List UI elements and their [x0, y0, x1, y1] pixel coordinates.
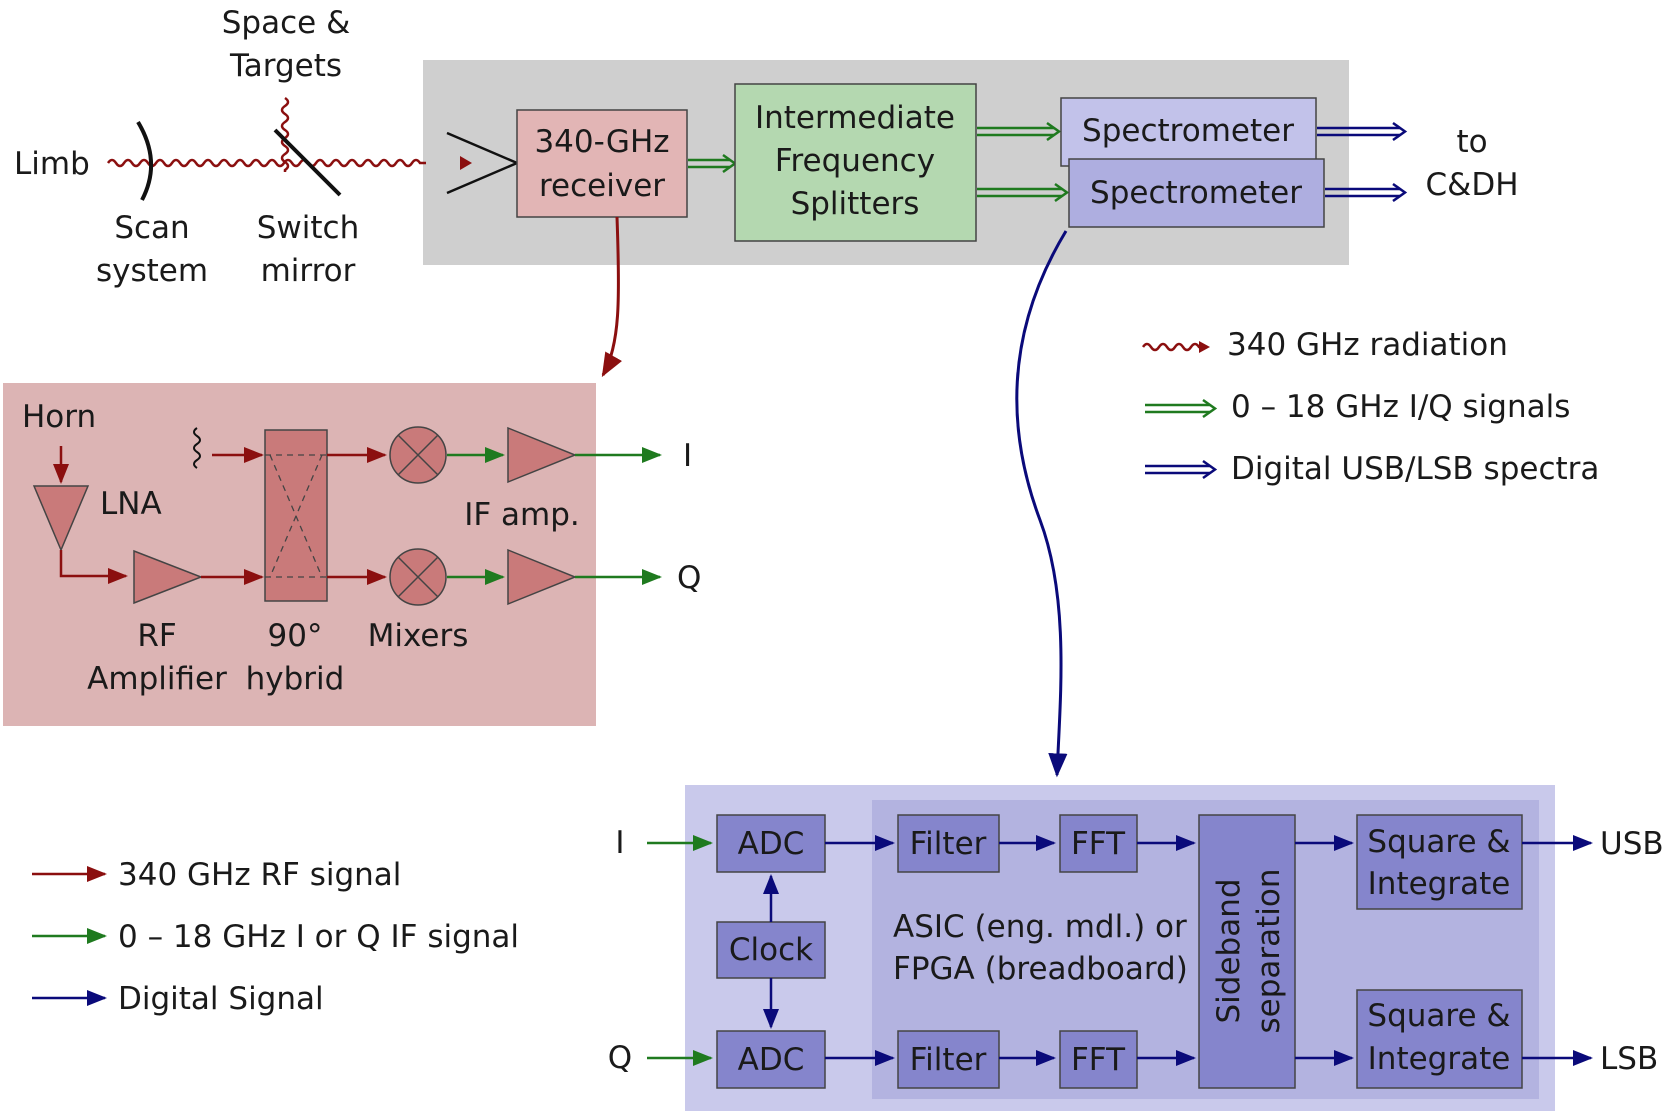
hybrid-dash-cross-2	[269, 454, 323, 578]
splitters-label-line1: Intermediate	[755, 100, 955, 136]
receiver-label-line2: receiver	[539, 168, 665, 204]
square-bottom-label-line1: Square &	[1367, 998, 1510, 1034]
clock-label: Clock	[729, 932, 813, 968]
lna-label: LNA	[100, 486, 162, 522]
legend-bottom-item-3: Digital Signal	[118, 981, 324, 1017]
spectrometer-1-label: Spectrometer	[1082, 113, 1294, 149]
fft-bottom-block	[1059, 1030, 1138, 1089]
receiver-to-rf-panel-connector	[601, 216, 622, 378]
splitter-to-spec2-head	[1054, 182, 1070, 203]
fft-bottom-label: FFT	[1071, 1042, 1126, 1078]
spectrometer-1-block	[1060, 97, 1317, 167]
out-lsb-label: LSB	[1600, 1041, 1658, 1077]
rf-receiver-panel: Horn LNA RF Amplifier 90° hybrid	[3, 383, 701, 726]
lo-wavy-icon	[193, 427, 201, 469]
adc-bottom-label: ADC	[738, 1042, 805, 1078]
space-targets-label-line1: Space &	[222, 5, 351, 41]
asic-note-line1: ASIC (eng. mdl.) or	[893, 909, 1187, 945]
sideband-label-line1: Sideband	[1211, 878, 1247, 1023]
legend-bottom-item-2: 0 – 18 GHz I or Q IF signal	[118, 919, 519, 955]
splitters-label-line2: Frequency	[775, 143, 935, 179]
legend-radiation-head	[1199, 341, 1210, 353]
legend-iq-head	[1202, 398, 1218, 419]
rf-amplifier-icon	[133, 549, 204, 605]
legend-bottom: 340 GHz RF signal 0 – 18 GHz I or Q IF s…	[32, 857, 519, 1017]
splitters-label-line3: Splitters	[791, 186, 920, 222]
filter-bottom-block	[897, 1030, 1000, 1089]
spec2-to-cdh-head	[1392, 182, 1408, 203]
limb-wavy-ray	[106, 158, 426, 168]
spectrometer-panel: I Q ADC ADC Clock Filter Filter FFT FFT	[608, 785, 1664, 1111]
in-q-label: Q	[608, 1040, 632, 1076]
sideband-separation-block	[1198, 814, 1296, 1089]
spectrometer-to-spec-panel-connector	[1015, 230, 1068, 778]
limb-label: Limb	[14, 146, 90, 182]
rf-amp-label-line2: Amplifier	[87, 661, 227, 697]
space-wavy-ray	[280, 96, 290, 172]
splitter-to-spec1-head	[1046, 121, 1062, 142]
if-amp-label: IF amp.	[464, 497, 580, 533]
to-cdh-label-line1: to	[1456, 124, 1487, 160]
adc-top-label: ADC	[738, 826, 805, 862]
switch-mirror-label-line2: mirror	[261, 253, 356, 289]
switch-mirror-icon	[273, 128, 342, 197]
top-section: Space & Targets Limb Scan system Switch …	[14, 5, 1519, 289]
sideband-label-line2: separation	[1251, 868, 1287, 1033]
out-q-label: Q	[677, 560, 701, 596]
fft-top-label: FFT	[1071, 826, 1126, 862]
out-i-label: I	[683, 438, 692, 474]
filter-top-label: Filter	[910, 826, 987, 862]
scan-system-label-line2: system	[96, 253, 208, 289]
square-integrate-top-block	[1356, 814, 1523, 910]
legend-top: 340 GHz radiation 0 – 18 GHz I/Q signals…	[1141, 327, 1599, 487]
hybrid-label-line1: 90°	[268, 618, 323, 654]
switch-mirror-label-line1: Switch	[257, 210, 360, 246]
horn-label: Horn	[22, 399, 96, 435]
out-usb-label: USB	[1600, 826, 1664, 862]
legend-top-item-2: 0 – 18 GHz I/Q signals	[1231, 389, 1570, 425]
legend-digital-head	[1202, 459, 1218, 480]
receiver-block	[516, 109, 688, 218]
scan-system-label-line1: Scan	[114, 210, 189, 246]
if-splitters-block	[734, 83, 977, 242]
lna-icon	[32, 485, 90, 552]
receiver-label-line1: 340-GHz	[534, 124, 669, 160]
rf-amp-label-line1: RF	[137, 618, 176, 654]
hybrid-label-line2: hybrid	[246, 661, 345, 697]
spectrometer-2-block	[1068, 158, 1325, 228]
spectrometer-2-label: Spectrometer	[1090, 175, 1302, 211]
space-targets-label-line2: Targets	[229, 48, 342, 84]
square-integrate-bottom-block	[1356, 989, 1523, 1089]
lna-to-rfamp-line	[59, 550, 128, 584]
mixer-top-icon	[389, 426, 447, 484]
to-cdh-label-line2: C&DH	[1426, 167, 1519, 203]
if-amp-bottom-icon	[507, 548, 578, 606]
square-bottom-label-line2: Integrate	[1368, 1041, 1511, 1077]
spec1-to-cdh-head	[1392, 121, 1408, 142]
limb-arrowhead	[460, 156, 472, 170]
square-top-label-line1: Square &	[1367, 824, 1510, 860]
mixer-bottom-icon	[389, 548, 447, 606]
legend-top-item-1: 340 GHz radiation	[1227, 327, 1508, 363]
legend-bottom-item-1: 340 GHz RF signal	[118, 857, 401, 893]
if-amp-top-icon	[507, 426, 578, 484]
clock-block	[716, 921, 826, 979]
hybrid-block	[264, 429, 328, 602]
asic-note-line2: FPGA (breadboard)	[893, 951, 1188, 987]
in-i-label: I	[615, 825, 624, 861]
legend-top-item-3: Digital USB/LSB spectra	[1231, 451, 1599, 487]
scan-mirror-icon	[136, 120, 153, 201]
adc-bottom-block	[716, 1030, 826, 1089]
filter-bottom-label: Filter	[910, 1042, 987, 1078]
square-top-label-line2: Integrate	[1368, 866, 1511, 902]
legend-radiation-wavy	[1141, 342, 1205, 352]
mixers-label: Mixers	[368, 618, 469, 654]
